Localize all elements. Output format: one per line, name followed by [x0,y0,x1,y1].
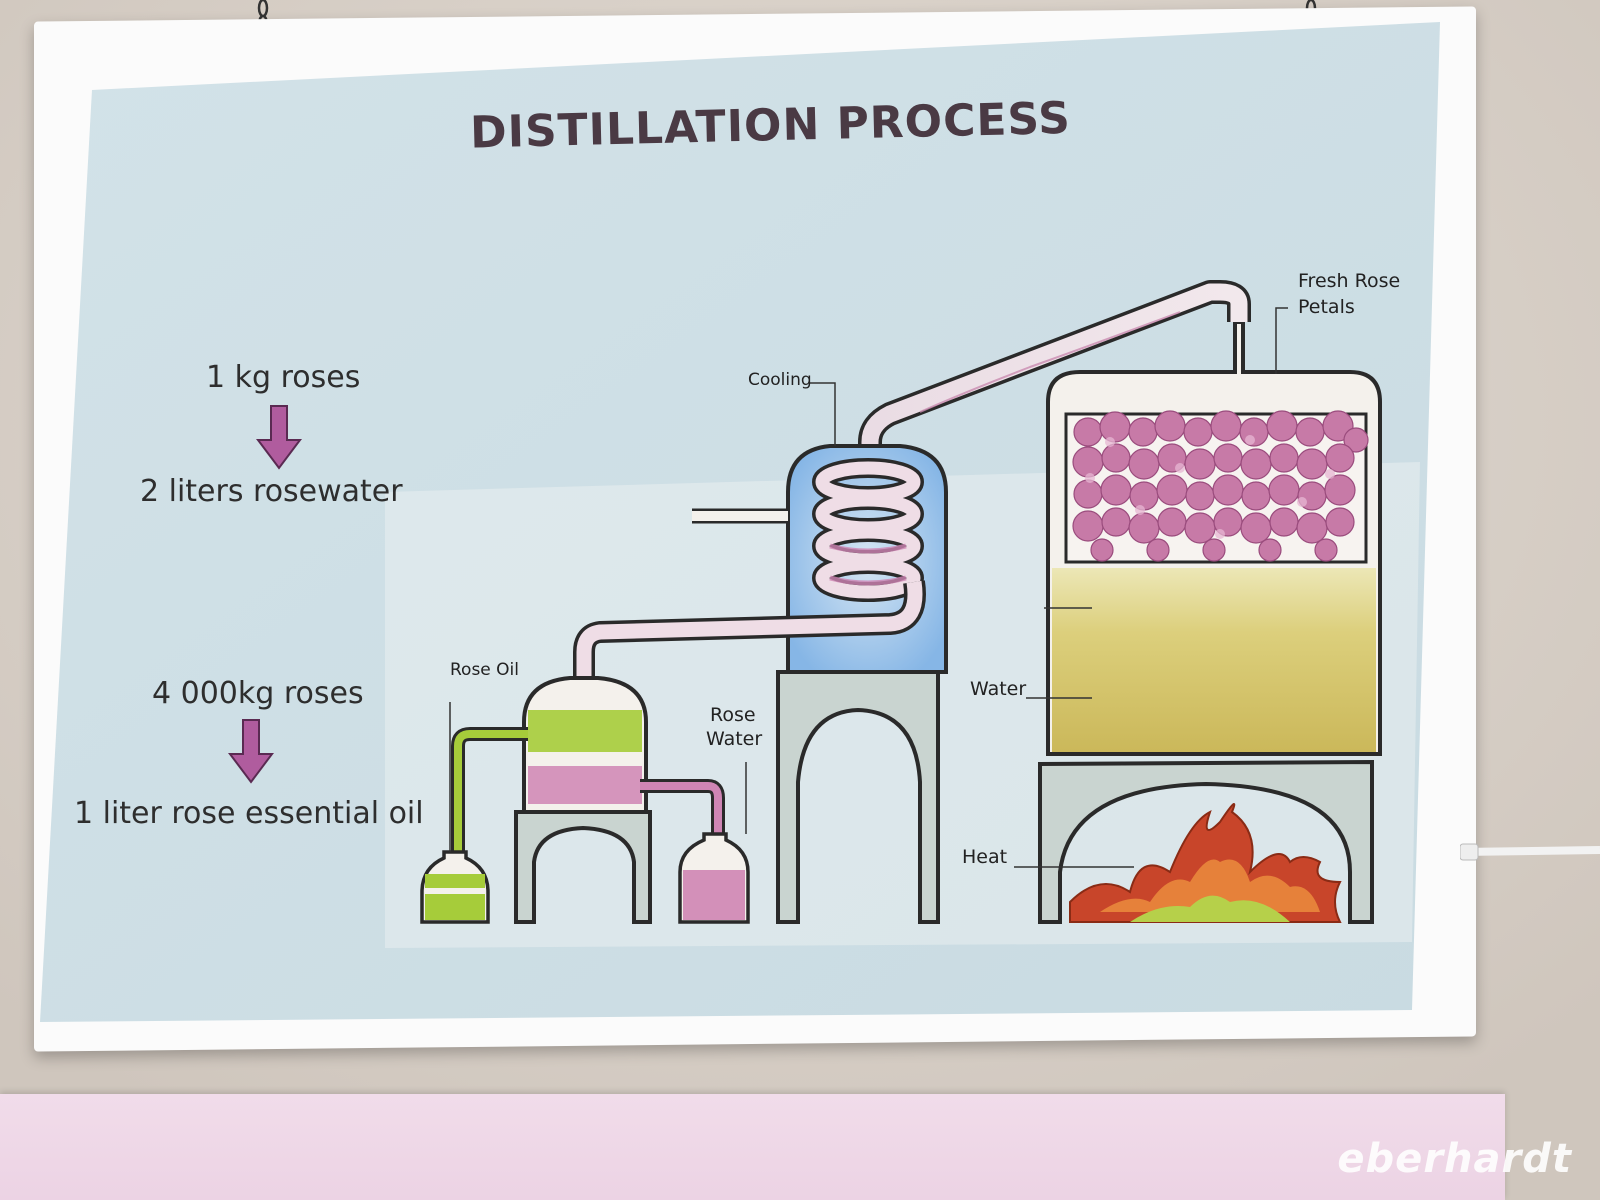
pink-shelf [0,1094,1505,1200]
label-rose-water-line2: Water [706,728,763,750]
separator-stand [514,810,652,924]
condenser-coil [812,458,924,602]
label-fresh-rose-petals-line2: Petals [1298,296,1355,318]
arrow-down-icon [228,719,274,784]
label-heat: Heat [962,846,1008,868]
label-water: Water [970,678,1027,700]
poster-diagram [40,22,1440,1022]
ratio-small-input: 1 kg roses [206,360,361,395]
ratio-small-output: 2 liters rosewater [140,474,403,509]
ratio-large-output: 1 liter rose essential oil [74,796,424,831]
label-cooling: Cooling [748,370,812,390]
boiler-stand [1038,759,1374,924]
ratio-large-input: 4 000kg roses [152,676,364,711]
watermark-logo: eberhardt [1337,1136,1572,1182]
flame [1069,803,1342,923]
label-fresh-rose-petals-line1: Fresh Rose [1298,270,1401,292]
boiler-water [1052,568,1376,752]
condenser-stand [776,670,940,924]
rose-petals [1072,410,1369,562]
wall-cable [1460,843,1600,861]
arrow-down-icon [256,405,302,470]
label-rose-water-line1: Rose [710,704,756,726]
label-rose-oil: Rose Oil [450,660,519,680]
